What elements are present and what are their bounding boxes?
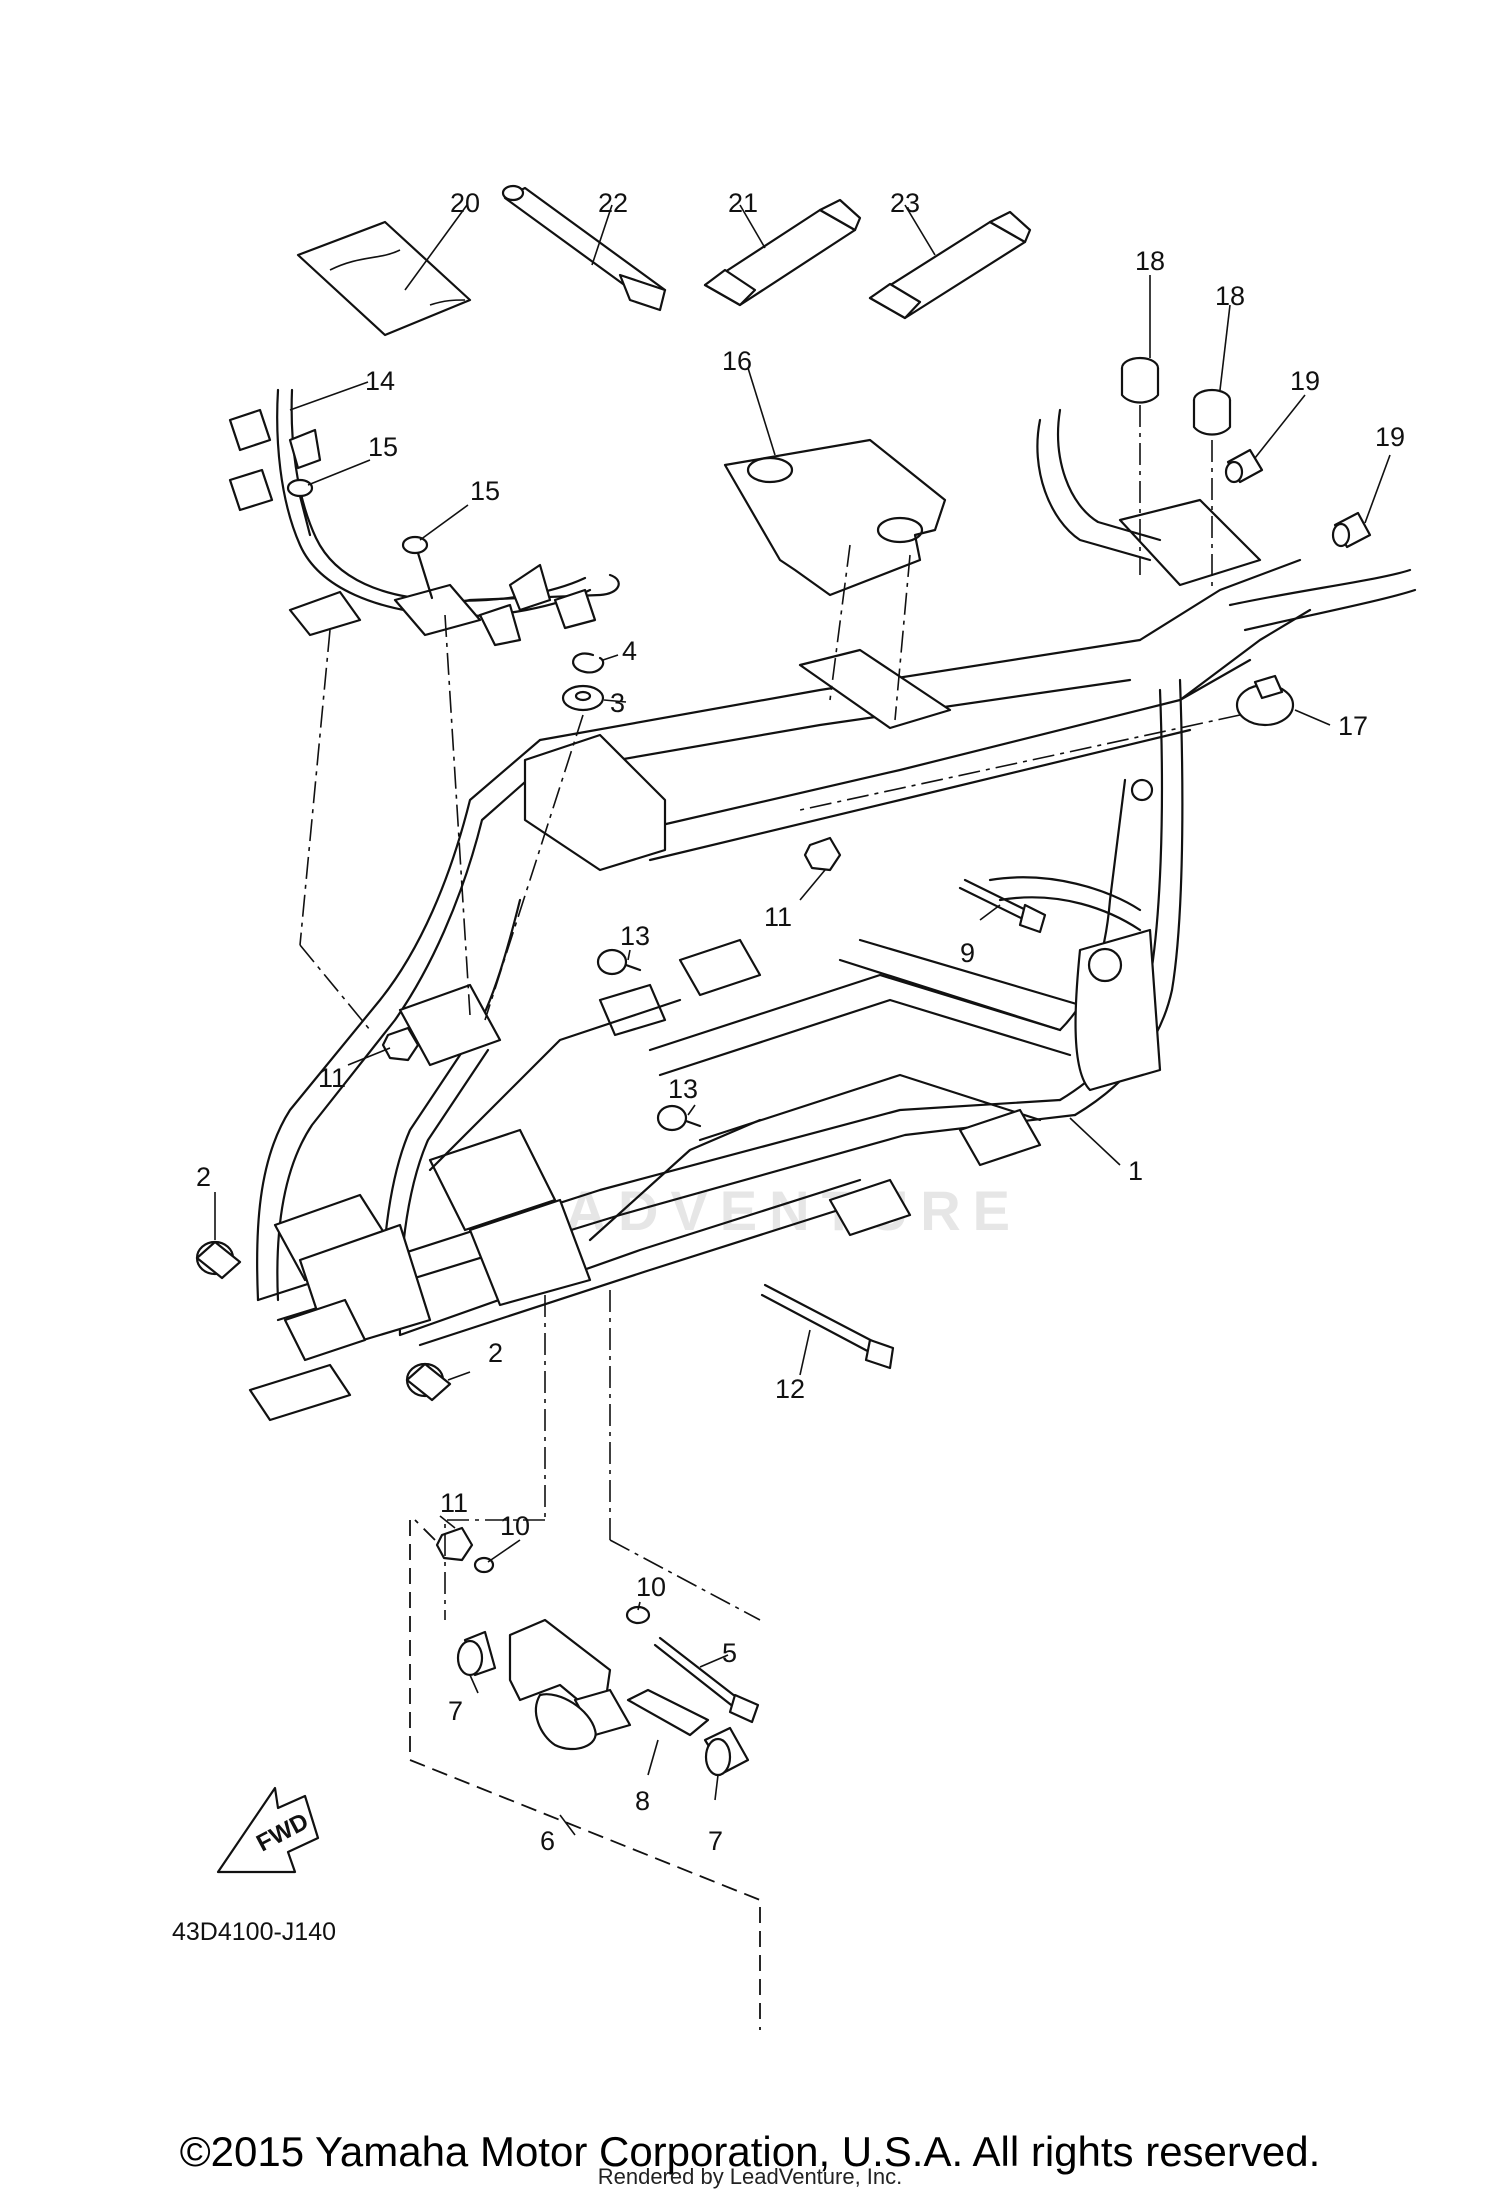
callout-21: 21 — [728, 188, 758, 218]
plug-13-lower — [656, 1104, 702, 1132]
nut-11-middle — [381, 1026, 420, 1062]
callout-5: 5 — [722, 1638, 737, 1668]
nut-11-upper — [803, 836, 842, 872]
callout-7: 7 — [708, 1826, 723, 1856]
callout-22: 22 — [598, 188, 628, 218]
plug-13-upper — [596, 948, 642, 976]
document-bag — [296, 220, 472, 337]
callout-23: 23 — [890, 188, 920, 218]
callout-1: 1 — [1128, 1156, 1143, 1186]
callout-20: 20 — [450, 188, 480, 218]
callout-10: 10 — [500, 1511, 530, 1541]
callout-7: 7 — [448, 1696, 463, 1726]
circlip-4 — [572, 652, 605, 674]
callout-2: 2 — [488, 1338, 503, 1368]
callout-14: 14 — [365, 366, 395, 396]
bolt-15-left — [286, 478, 314, 537]
bolt-9 — [958, 878, 1047, 934]
callout-18: 18 — [1135, 246, 1165, 276]
callout-8: 8 — [635, 1786, 650, 1816]
callout-13: 13 — [620, 921, 650, 951]
end-cap-2-right — [405, 1362, 452, 1402]
main-frame — [248, 408, 1417, 1422]
bolt-15-right — [401, 535, 434, 600]
battery-cover — [723, 438, 947, 597]
callout-15: 15 — [368, 432, 398, 462]
callout-11: 11 — [440, 1488, 468, 1518]
callout-6: 6 — [540, 1826, 555, 1856]
engine-mount-assembly — [409, 1519, 761, 2030]
callout-17: 17 — [1338, 711, 1368, 741]
callout-18: 18 — [1215, 281, 1245, 311]
end-cap-2-left — [195, 1240, 242, 1280]
callout-16: 16 — [722, 346, 752, 376]
callout-11: 11 — [764, 902, 792, 932]
callout-9: 9 — [960, 938, 975, 968]
copyright-notice: ©2015 Yamaha Motor Corporation, U.S.A. A… — [179, 2128, 1321, 2175]
tool-tube — [501, 184, 667, 312]
diagram-code: 43D4100-J140 — [172, 1918, 336, 1946]
washer-3 — [561, 684, 605, 712]
fwd-arrow: FWD — [216, 1786, 320, 1874]
grommet-18-left — [1120, 356, 1160, 404]
cap-19-upper — [1224, 448, 1264, 484]
battery-band-23 — [868, 210, 1032, 320]
callout-19: 19 — [1290, 366, 1320, 396]
callout-10: 10 — [636, 1572, 666, 1602]
rendered-by-notice: Rendered by LeadVenture, Inc. — [597, 2164, 903, 2189]
callout-13: 13 — [668, 1074, 698, 1104]
battery-band-21 — [703, 198, 862, 307]
callout-3: 3 — [610, 688, 625, 718]
cap-19-lower — [1331, 511, 1372, 549]
callout-11: 11 — [318, 1063, 346, 1093]
callout-15: 15 — [470, 476, 500, 506]
front-carrier-bracket — [228, 388, 620, 647]
leader-lines — [214, 204, 1391, 1836]
grommet-18-right — [1192, 388, 1232, 436]
callout-12: 12 — [775, 1374, 805, 1404]
callout-numbers: 1 2 2 3 4 5 6 7 7 8 9 10 10 11 11 11 12 … — [196, 188, 1405, 1856]
callout-19: 19 — [1375, 422, 1405, 452]
callout-4: 4 — [622, 636, 637, 666]
nut-11-lower — [435, 1526, 474, 1562]
bolt-12 — [760, 1283, 895, 1370]
callout-2: 2 — [196, 1162, 211, 1192]
